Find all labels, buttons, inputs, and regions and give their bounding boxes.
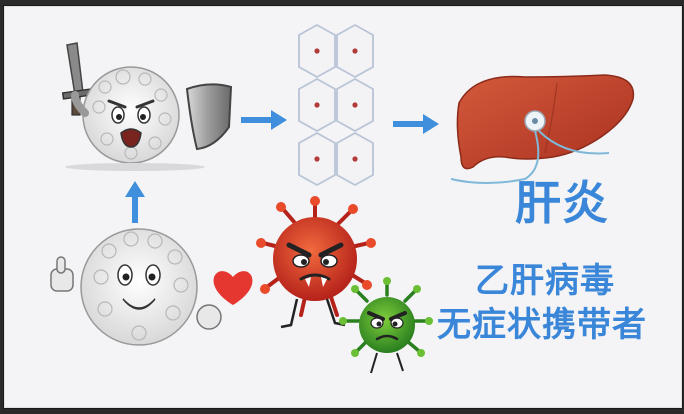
hepatocyte-grid-icon	[298, 23, 374, 187]
illustration-frame: 肝炎 乙肝病毒 无症状携带者	[4, 6, 682, 408]
red-virus-icon	[256, 196, 376, 329]
hepatitis-label: 肝炎	[515, 176, 609, 230]
arrow-right-icon	[393, 114, 439, 134]
illustration-canvas	[50, 23, 635, 374]
arrow-right-icon	[241, 110, 287, 130]
green-virus-icon	[339, 277, 433, 374]
arrow-up-icon	[125, 181, 145, 223]
hbv-carrier-label-line1: 乙肝病毒	[475, 261, 615, 301]
white-blood-cell-fighting-icon	[61, 42, 233, 171]
white-blood-cell-happy-icon	[50, 228, 222, 346]
thumbs-up-icon	[50, 256, 74, 292]
shield-icon	[185, 83, 233, 151]
hbv-carrier-label-line2: 无症状携带者	[437, 305, 647, 345]
heart-icon	[213, 271, 253, 305]
liver-icon	[450, 74, 635, 184]
